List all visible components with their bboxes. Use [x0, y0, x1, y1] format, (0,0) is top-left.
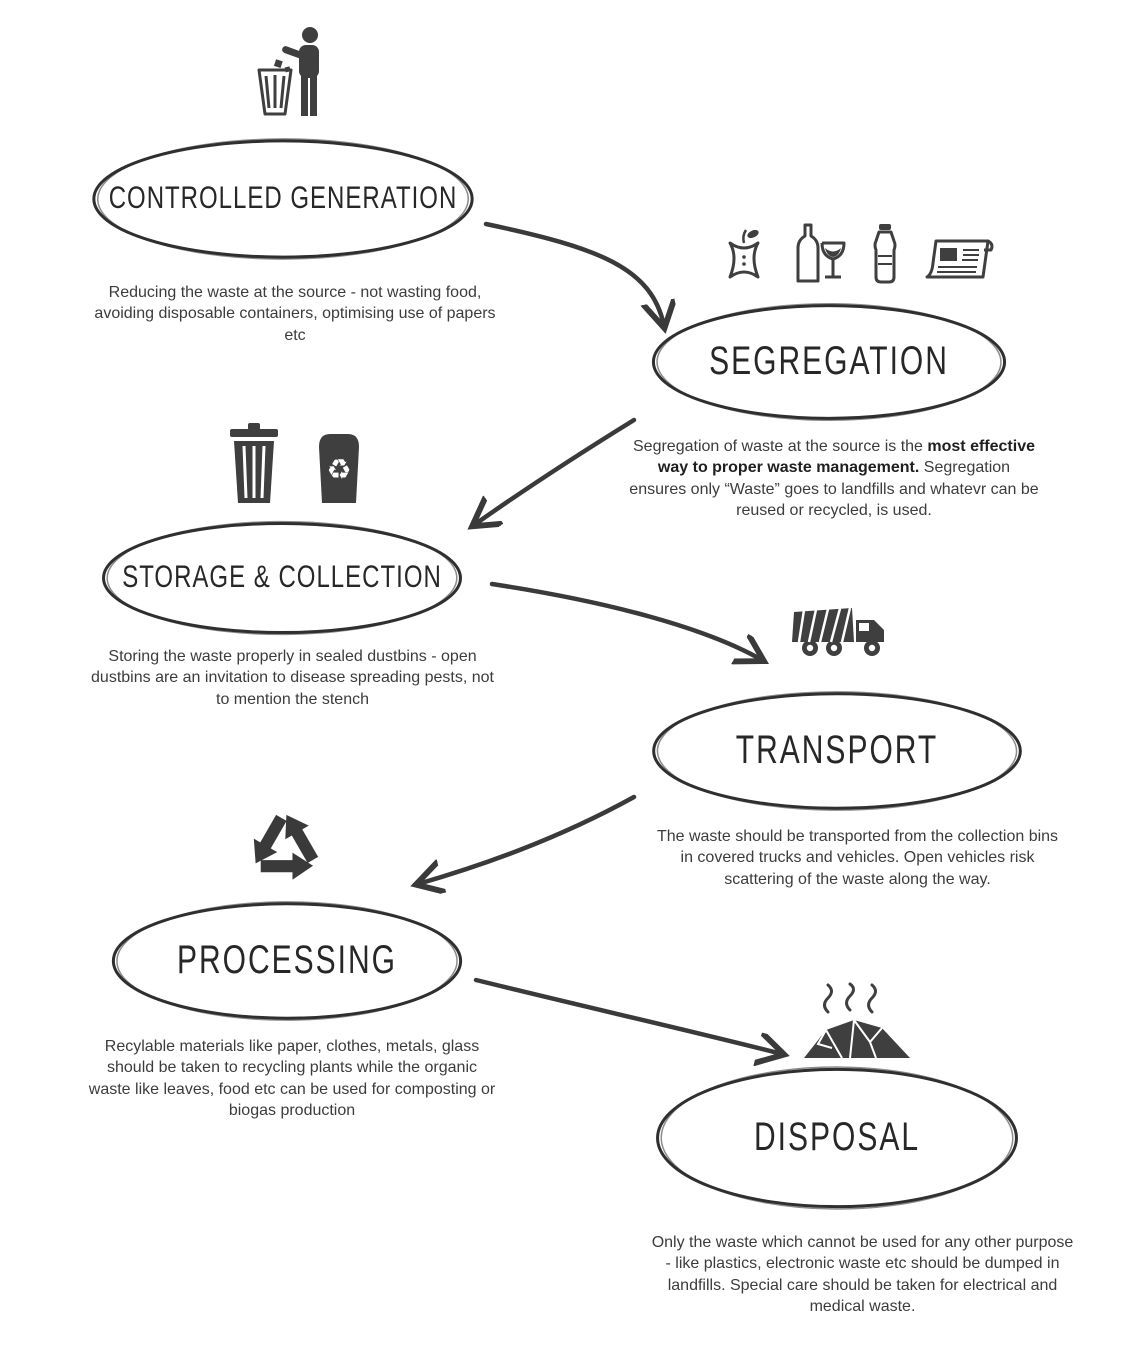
arrow-generation-to-segregation — [483, 221, 664, 326]
newspaper-icon — [924, 233, 996, 290]
stage-bubble-processing: PROCESSING — [108, 896, 466, 1026]
arrow-segregation-to-storage — [474, 417, 637, 525]
segregation-icons — [722, 222, 996, 290]
recycle-bin-icon: ♻ — [313, 429, 365, 510]
recycle-symbol-icon — [243, 806, 327, 890]
stage-title-segregation: SEGREGATION — [709, 339, 949, 384]
arrow-processing-to-disposal — [473, 977, 782, 1054]
hand-drawn-ellipse — [652, 1060, 1022, 1216]
stage-bubble-controlled-generation: CONTROLLED GENERATION — [88, 133, 478, 265]
stage-desc-controlled-generation: Reducing the waste at the source - not w… — [94, 284, 496, 344]
landfill-pile-icon — [798, 982, 916, 1064]
stage-bubble-disposal: DISPOSAL — [652, 1060, 1022, 1216]
stage-title-storage-collection: STORAGE & COLLECTION — [122, 559, 442, 596]
hand-drawn-ellipse — [648, 686, 1026, 816]
stage-bubble-storage-collection: STORAGE & COLLECTION — [98, 516, 466, 640]
hand-drawn-ellipse — [98, 516, 466, 640]
stage-desc-storage-collection: Storing the waste properly in sealed dus… — [91, 648, 494, 708]
hand-drawn-ellipse — [648, 298, 1010, 426]
stage-desc-processing: Recylable materials like paper, clothes,… — [88, 1038, 496, 1119]
garbage-truck-icon — [788, 600, 900, 662]
stage-title-processing: PROCESSING — [176, 938, 398, 983]
person-throwing-trash-icon — [253, 26, 337, 118]
stage-title-controlled-generation: CONTROLLED GENERATION — [108, 180, 458, 217]
storage-icons: ♻ — [225, 423, 365, 510]
trash-bin-icon — [225, 423, 283, 510]
stage-desc-segregation: Segregation of waste at the source is th… — [629, 438, 1039, 519]
arrow-storage-to-transport — [489, 581, 762, 660]
stage-desc-transport: The waste should be transported from the… — [656, 828, 1059, 888]
stage-desc-disposal: Only the waste which cannot be used for … — [651, 1234, 1074, 1315]
apple-core-icon — [722, 227, 766, 290]
hand-drawn-ellipse — [108, 896, 466, 1026]
segregation-emphasis: most effective way to proper waste manag… — [657, 438, 1035, 477]
svg-text:♻: ♻ — [326, 453, 351, 486]
arrow-transport-to-processing — [418, 794, 637, 884]
stage-bubble-transport: TRANSPORT — [648, 686, 1026, 816]
wine-bottle-and-glass-icon — [788, 223, 846, 290]
stage-bubble-segregation: SEGREGATION — [648, 298, 1010, 426]
stage-title-disposal: DISPOSAL — [753, 1115, 921, 1160]
stage-title-transport: TRANSPORT — [735, 728, 939, 773]
water-bottle-icon — [868, 223, 902, 290]
hand-drawn-ellipse — [88, 133, 478, 265]
